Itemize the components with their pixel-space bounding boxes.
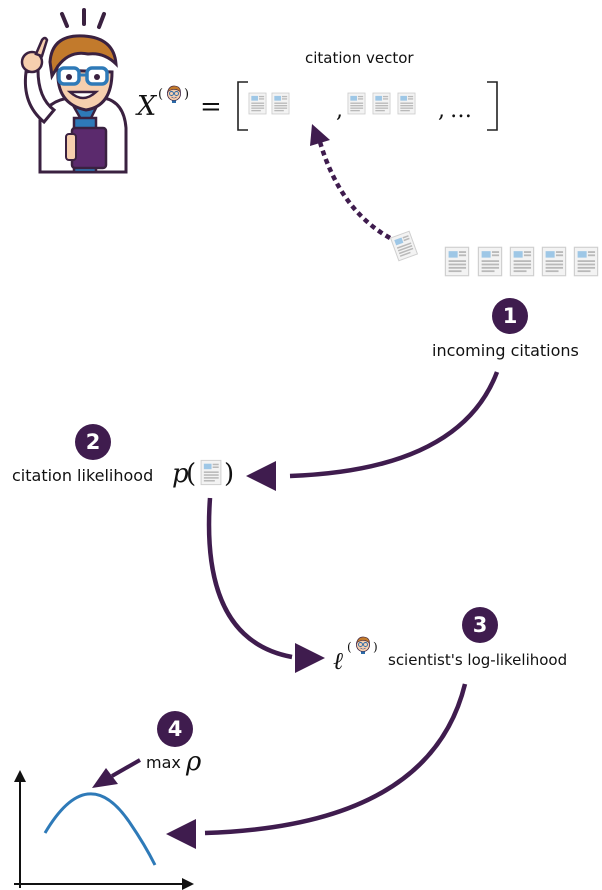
svg-text:): ) [373, 640, 378, 654]
x-axis-arrowhead [182, 878, 194, 890]
max-label: max [146, 753, 181, 772]
document-icon [271, 92, 290, 115]
scientist-superscript-icon [356, 636, 370, 654]
document-icon [347, 92, 366, 115]
svg-text:): ) [184, 87, 189, 102]
vector-ellipsis: … [450, 98, 472, 123]
document-icon [248, 92, 267, 115]
left-bracket [237, 81, 248, 131]
svg-text:): ) [224, 459, 234, 489]
vector-separator: , [336, 98, 343, 123]
scientist-avatar-icon [20, 8, 128, 174]
likelihood-symbol: p [172, 459, 189, 489]
svg-text:(: ( [158, 87, 163, 102]
step-badge-1: 1 [492, 298, 528, 334]
svg-text:(: ( [347, 640, 352, 654]
document-icon [389, 230, 419, 262]
append-dashed-arrow [317, 141, 392, 240]
likelihood-plot [14, 770, 194, 890]
citation-vector-equation: X ( ) = , , … [135, 81, 498, 131]
rho-symbol: ρ [185, 747, 202, 777]
document-icon [477, 246, 503, 277]
likelihood-expression: p ( ) [172, 459, 234, 489]
scientist-superscript-icon [167, 85, 181, 103]
vector-symbol: X [135, 91, 158, 122]
document-icon [444, 246, 470, 277]
append-arrowhead [310, 124, 330, 146]
step-badge-2: 2 [75, 424, 111, 460]
arrow-max-pointer [111, 758, 141, 778]
arrowhead-likelihood [246, 461, 276, 491]
y-axis-arrowhead [14, 770, 26, 782]
incoming-citations-label: incoming citations [432, 341, 579, 360]
arrowhead-max [166, 819, 196, 849]
document-icon [200, 459, 222, 486]
arrow-likelihood-to-loglikelihood [206, 497, 293, 660]
arrowhead-max-pointer [92, 768, 118, 788]
equals-sign: = [200, 92, 222, 122]
document-icon [541, 246, 567, 277]
loglikelihood-symbol: ℓ [333, 647, 343, 675]
document-icon [372, 92, 391, 115]
incoming-citations-group [389, 230, 599, 277]
document-icon [573, 246, 599, 277]
citation-likelihood-label: citation likelihood [12, 466, 154, 485]
loglikelihood-expression: ℓ ( ) [333, 636, 378, 675]
arrowhead-loglikelihood [295, 643, 325, 673]
citation-vector-title: citation vector [305, 49, 414, 67]
document-icon [397, 92, 416, 115]
likelihood-curve [43, 792, 157, 866]
document-icon [509, 246, 535, 277]
svg-text:(: ( [186, 459, 196, 489]
step-badge-3: 3 [462, 607, 498, 643]
arrow-citations-to-likelihood [289, 371, 500, 479]
step-badge-4: 4 [157, 711, 193, 747]
svg-text:,: , [438, 98, 445, 123]
right-bracket [487, 81, 498, 131]
arrow-loglikelihood-to-max [204, 683, 468, 836]
log-likelihood-label: scientist's log-likelihood [388, 651, 568, 669]
